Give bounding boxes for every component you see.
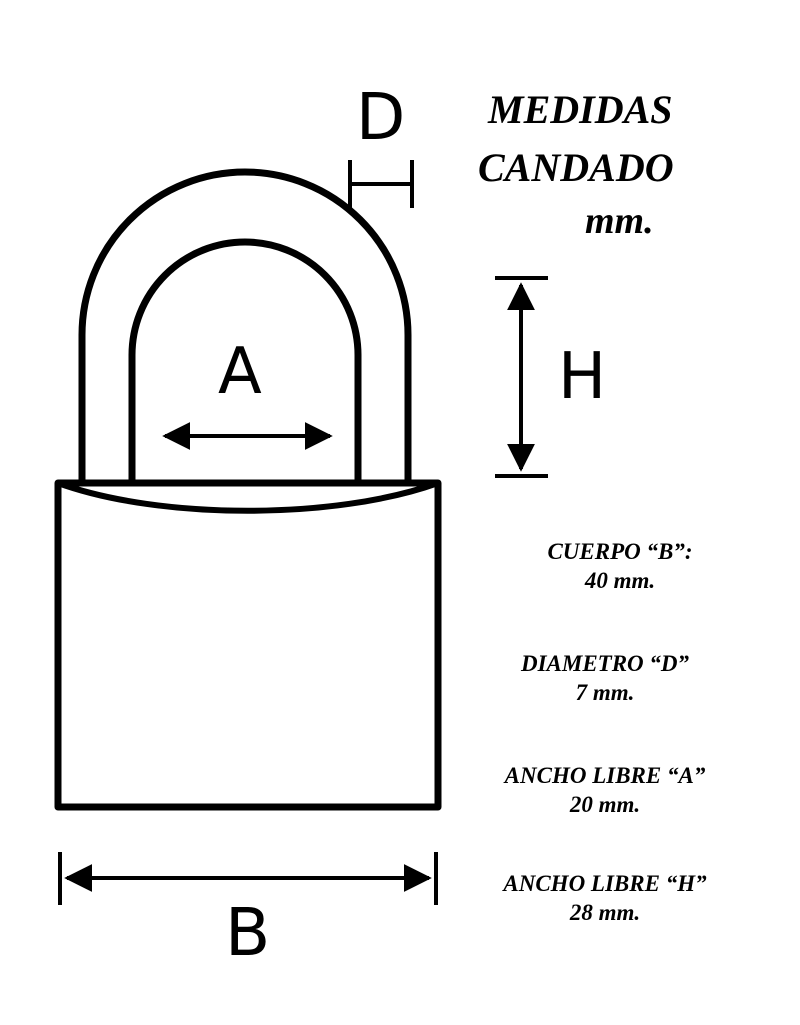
spec-diametro-d: DIAMETRO “D” 7 mm. — [445, 650, 765, 708]
shackle-inner — [128, 238, 362, 480]
spec-value: 40 mm. — [584, 567, 656, 593]
spec-value: 7 mm. — [575, 679, 635, 705]
spec-value: 28 mm. — [569, 899, 641, 925]
spec-cuerpo-b: CUERPO “B”: 40 mm. — [460, 538, 780, 596]
dimension-b-marker — [58, 852, 438, 905]
label-d: D — [356, 81, 406, 155]
label-b: B — [225, 894, 271, 971]
shackle — [78, 168, 412, 480]
title-line-1: MEDIDAS — [488, 87, 673, 132]
spec-value: 20 mm. — [569, 791, 641, 817]
spec-ancho-libre-a: ANCHO LIBRE “A” 20 mm. — [445, 762, 765, 820]
spec-label: ANCHO LIBRE “A” — [504, 763, 706, 788]
spec-label: DIAMETRO “D” — [520, 651, 690, 676]
body-top-curve — [56, 480, 440, 514]
label-h: H — [558, 340, 607, 414]
spec-label: ANCHO LIBRE “H” — [503, 871, 707, 896]
spec-label: CUERPO “B”: — [547, 539, 693, 564]
spec-ancho-libre-h: ANCHO LIBRE “H” 28 mm. — [445, 870, 765, 928]
title-line-2: CANDADO — [478, 145, 674, 190]
label-a: A — [218, 335, 262, 409]
dimension-h-marker — [495, 276, 548, 478]
shackle-outer — [78, 168, 412, 480]
padlock-body — [54, 479, 442, 811]
title-unit: mm. — [585, 200, 654, 242]
dimension-d-marker — [348, 160, 414, 208]
